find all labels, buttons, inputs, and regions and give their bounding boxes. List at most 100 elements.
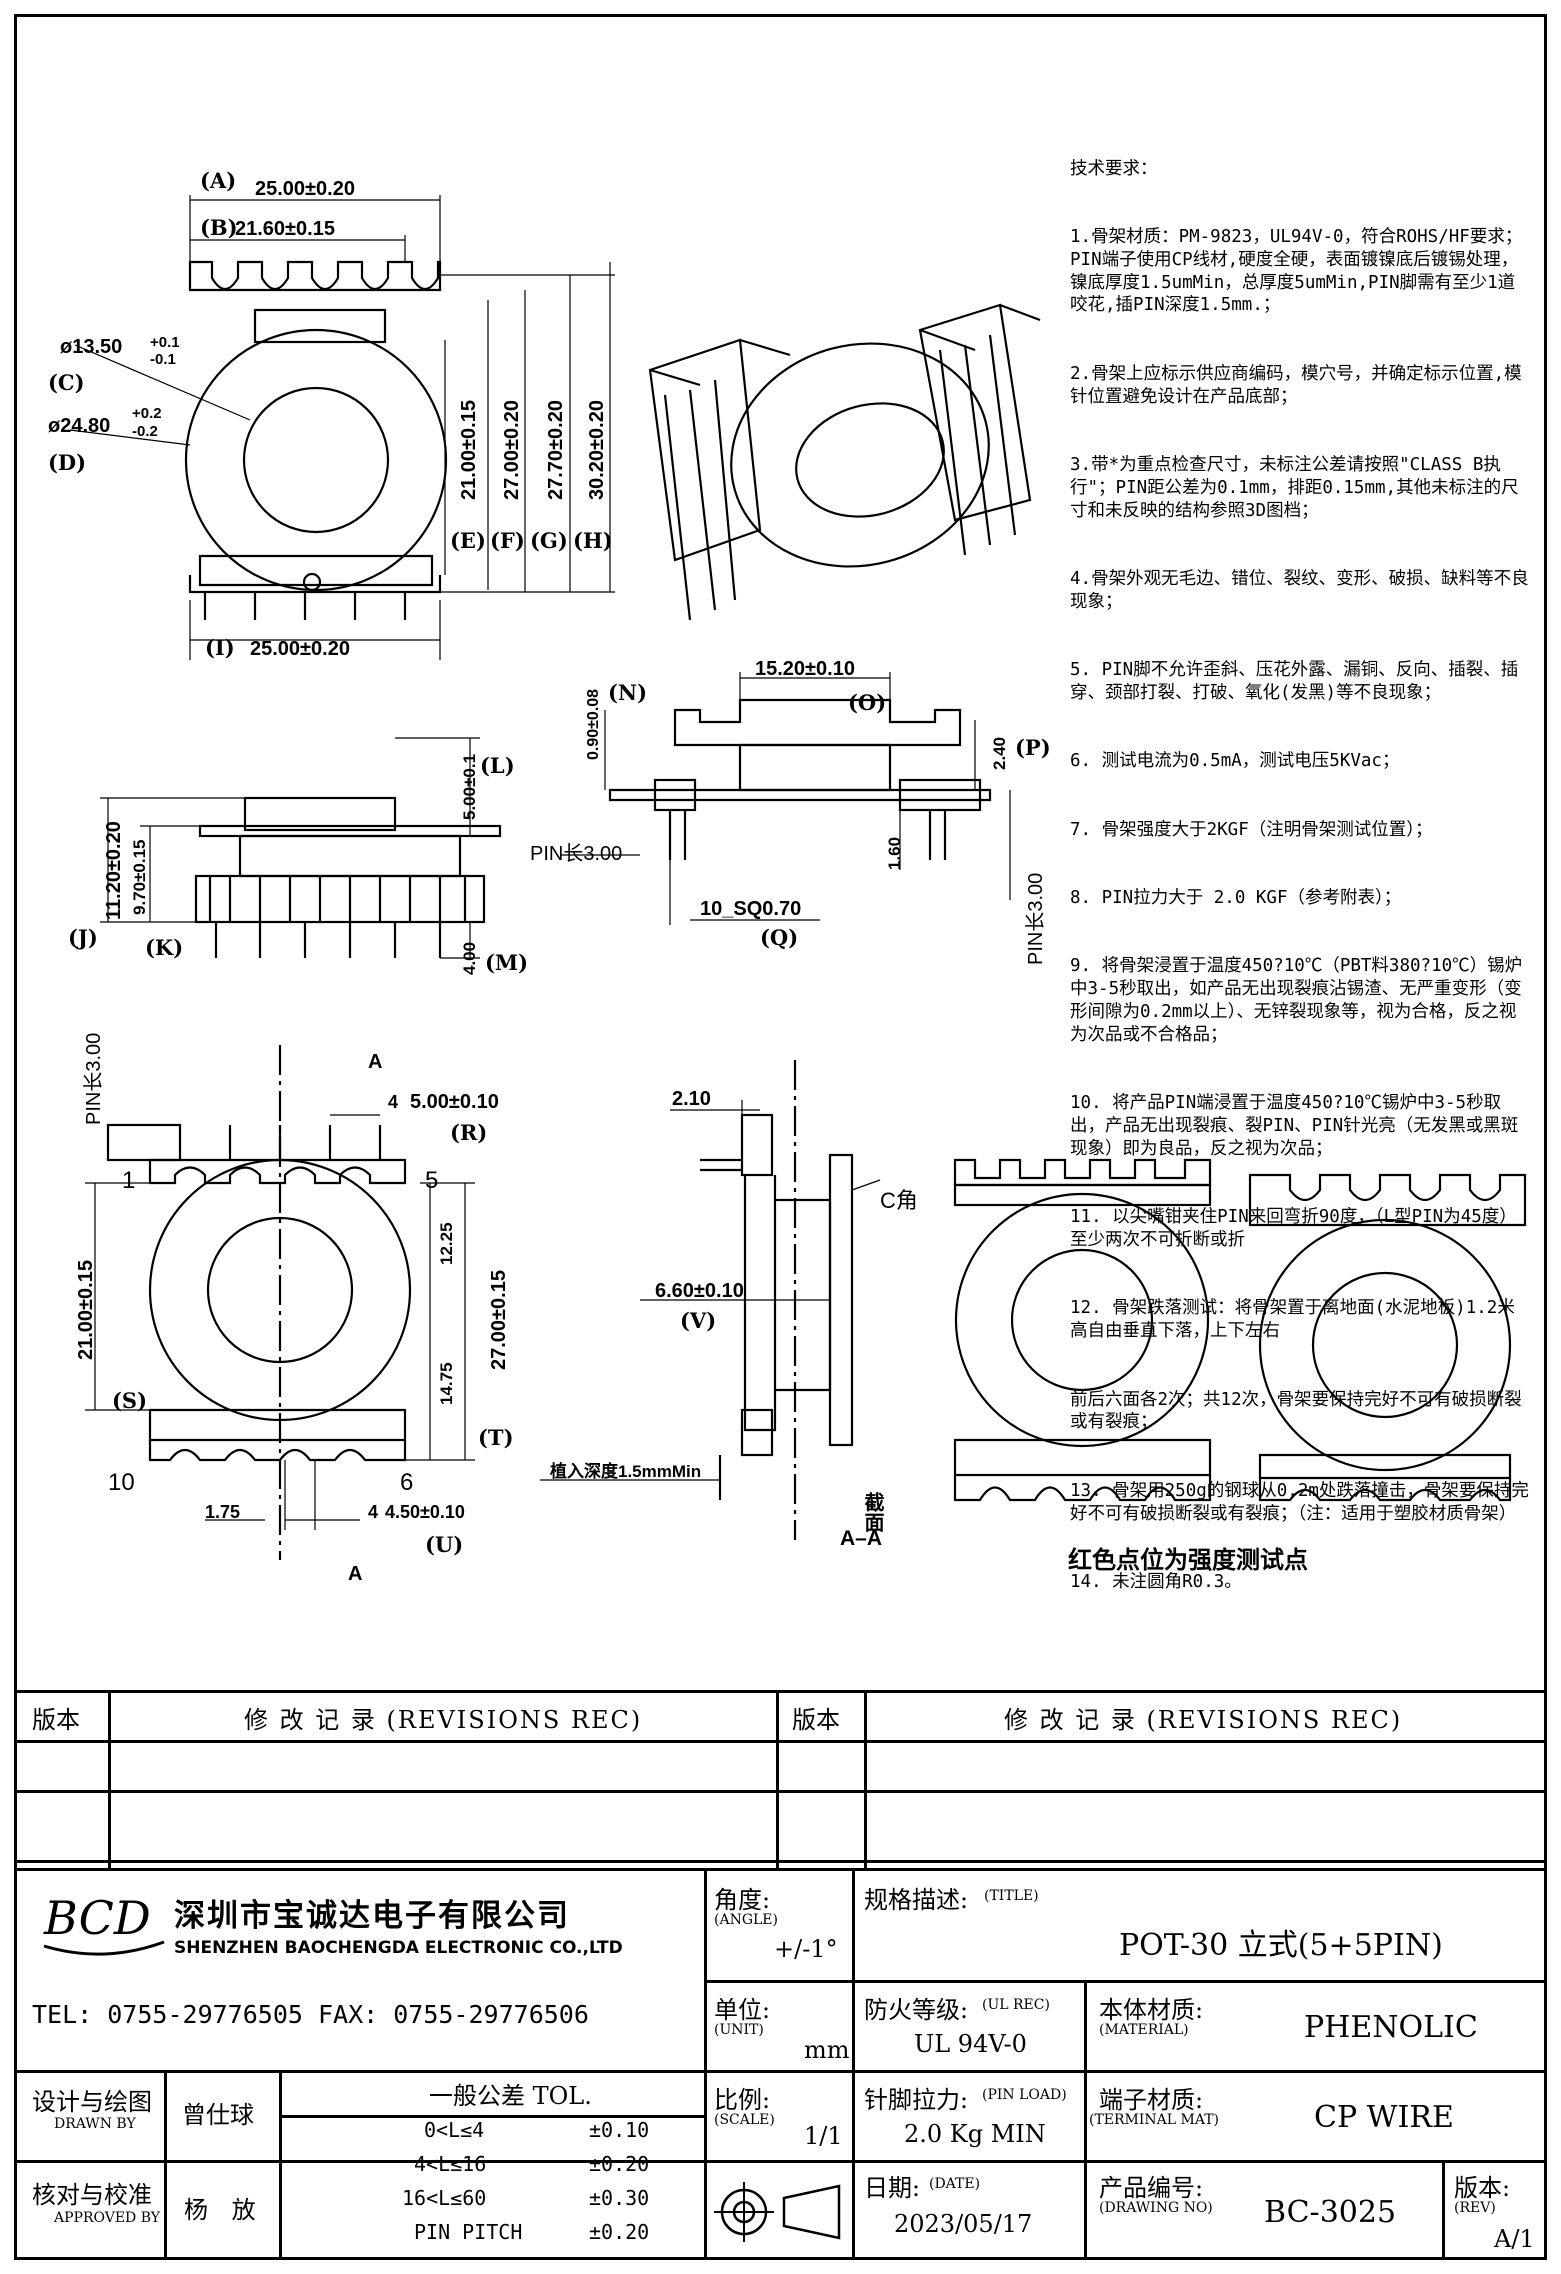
dim-c-tol-dn: -0.1 (150, 351, 176, 368)
date-value: 2023/05/17 (894, 2210, 1033, 2238)
approved-by-label-en: APPROVED BY (54, 2210, 161, 2226)
dim-label-d: (D) (48, 450, 86, 475)
tol-value-3: ±0.30 (589, 2186, 650, 2210)
ul-value: UL 94V-0 (914, 2030, 1027, 2058)
note-14: 14. 未注圆角R0.3。 (1070, 1572, 1242, 1592)
dim-label-t: (T) (478, 1425, 514, 1450)
dim-l-value: 5.00±0.1 (460, 754, 479, 820)
dim-g-value: 27.70±0.20 (545, 400, 567, 500)
dim-a-value: 25.00±0.20 (255, 178, 355, 200)
dim-i-value: 25.00±0.20 (250, 638, 350, 660)
date-label: 日期: (864, 2174, 921, 2202)
dims-front-bottom (85, 1114, 475, 1530)
dim-k-value: 9.70±0.15 (130, 839, 149, 915)
dim-w-value: 2.10 (672, 1088, 711, 1110)
note-5: 5. PIN脚不允许歪斜、压花外露、漏铜、反向、插裂、插穿、颈部打裂、打破、氧化… (1070, 660, 1519, 703)
dim-label-o: (O) (848, 690, 886, 715)
dim-label-v: (V) (680, 1308, 716, 1333)
drawing-no-label: 产品编号: (1099, 2174, 1204, 2202)
dim-label-f: (F) (490, 528, 525, 553)
note-13: 13. 骨架用250g的钢球从0.2m处跌落撞击，骨架要保持完好不可有破损断裂或… (1070, 1480, 1529, 1524)
note-4: 4.骨架外观无毛边、错位、裂纹、变形、破损、缺料等不良现象； (1070, 568, 1529, 612)
pinload-label: 针脚拉力: (864, 2086, 969, 2114)
note-3: 3.带*为重点检查尺寸，未标注公差请按照"CLASS B执行"；PIN距公差为0… (1070, 454, 1519, 521)
ul-label-en: (UL REC) (982, 1997, 1050, 2013)
dim-label-k: (K) (145, 935, 183, 960)
front-view-bottom (106, 1045, 412, 1560)
terminal-value: CP WIRE (1314, 2100, 1454, 2135)
approved-by-name: 杨 放 (184, 2196, 264, 2224)
dim-e-value: 21.00±0.15 (458, 400, 480, 500)
rev-record-right: 修 改 记 录 (REVISIONS REC) (1004, 1706, 1403, 1734)
dim-label-i: (I) (205, 635, 235, 660)
dim-q-value: 10_SQ0.70 (700, 898, 801, 920)
dim-c-value: ø13.50 (60, 336, 122, 358)
section-cut-a-top: A (368, 1051, 382, 1073)
ul-label: 防火等级: (864, 1996, 969, 2024)
dim-b-value: 21.60±0.15 (235, 218, 335, 240)
dim-d-tol-dn: -0.2 (132, 423, 158, 440)
unit-label-en: (UNIT) (714, 2022, 764, 2038)
angle-value: +/-1° (774, 1935, 838, 1963)
dim-label-n: (N) (608, 680, 647, 705)
dim-v-value: 6.60±0.10 (655, 1280, 744, 1302)
scale-label: 比例: (714, 2086, 771, 2114)
rev-header-right: 版本 (792, 1706, 840, 1734)
insert-depth-label: 植入深度1.5mmMin (550, 1461, 701, 1481)
drawing-frame (14, 14, 1547, 2260)
unit-value: mm (804, 2036, 850, 2064)
section-label: 截面 (861, 1491, 884, 1532)
terminal-label-en: (TERMINAL MAT) (1089, 2112, 1220, 2128)
drawing-no-value: BC-3025 (1264, 2195, 1397, 2230)
dim-t-upper: 12.25 (437, 1222, 456, 1265)
note-6: 6. 测试电流为0.5mA，测试电压5KVac； (1070, 751, 1400, 772)
note-9: 9. 将骨架浸置于温度450?10℃（PBT料380?10℃）锡炉中3-5秒取出… (1070, 956, 1523, 1045)
dim-label-a: (A) (200, 168, 236, 193)
date-label-en: (DATE) (929, 2176, 981, 2192)
front-view-right-2 (1248, 1173, 1527, 1502)
rev-label-en: (REV) (1454, 2200, 1496, 2216)
material-label: 本体材质: (1099, 1996, 1204, 2024)
company-name-en: SHENZHEN BAOCHENGDA ELECTRONIC CO.,LTD (174, 1938, 623, 1958)
test-point-caption: 红色点位为强度测试点 (1068, 1546, 1308, 1574)
dims-front-top (69, 195, 615, 660)
dim-o-value: 15.20±0.10 (755, 658, 855, 680)
title-label: 规格描述: (864, 1886, 969, 1914)
dim-u-count: 4 (368, 1502, 378, 1522)
dim-label-h: (H) (573, 528, 613, 553)
company-logo: BCD (43, 1891, 165, 1956)
approved-by-label: 核对与校准 (32, 2181, 152, 2209)
pinload-value: 2.0 Kg MIN (904, 2120, 1046, 2148)
side-view (194, 796, 502, 958)
note-12: 12. 骨架跌落测试：将骨架置于离地面(水泥地板)1.2米高自由垂直下落，上下左… (1070, 1298, 1515, 1342)
svg-text:BCD: BCD (43, 1891, 151, 1945)
note-10: 10. 将产品PIN端浸置于温度450?10℃锡炉中3-5秒取出，产品无出现裂痕… (1070, 1093, 1519, 1159)
drawing-no-label-en: (DRAWING NO) (1099, 2200, 1213, 2216)
dim-r-value: 5.00±0.10 (410, 1091, 499, 1113)
dim-p-value: 2.40 (990, 737, 1009, 770)
rev-header-left: 版本 (32, 1706, 80, 1734)
title-label-en: (TITLE) (984, 1888, 1039, 1904)
title-value: POT-30 立式(5+5PIN) (1119, 1928, 1443, 1963)
rev-label: 版本: (1454, 2174, 1511, 2202)
drawn-by-label: 设计与绘图 (32, 2088, 152, 2116)
dims-top-pins (560, 672, 1011, 925)
dim-160-value: 1.60 (885, 837, 904, 870)
dim-label-g: (G) (530, 528, 568, 553)
dim-label-r: (R) (450, 1120, 487, 1145)
dim-label-p: (P) (1015, 735, 1051, 760)
note-7: 7. 骨架强度大于2KGF（注明骨架测试位置）； (1070, 819, 1433, 840)
dim-t-lower: 14.75 (437, 1362, 456, 1405)
material-label-en: (MATERIAL) (1099, 2022, 1189, 2038)
front-view-top (184, 260, 448, 620)
material-value: PHENOLIC (1304, 2010, 1478, 2045)
c-corner-label: C角 (880, 1188, 918, 1213)
technical-drawing: (A) 25.00±0.20 (B) 21.60±0.15 (C) ø13.50… (48, 168, 1527, 1585)
dims-side (100, 737, 480, 959)
dim-pin-length-2: PIN长3.00 (1024, 873, 1047, 965)
note-12-cont: 前后六面各2次；共12次，骨架要保持完好不可有破损断裂或有裂痕； (1070, 1389, 1522, 1433)
pin-10-label: 10 (108, 1469, 135, 1496)
tol-range-4: PIN PITCH (414, 2220, 523, 2244)
dim-label-j: (J) (68, 925, 98, 950)
tol-value-4: ±0.20 (589, 2220, 650, 2244)
